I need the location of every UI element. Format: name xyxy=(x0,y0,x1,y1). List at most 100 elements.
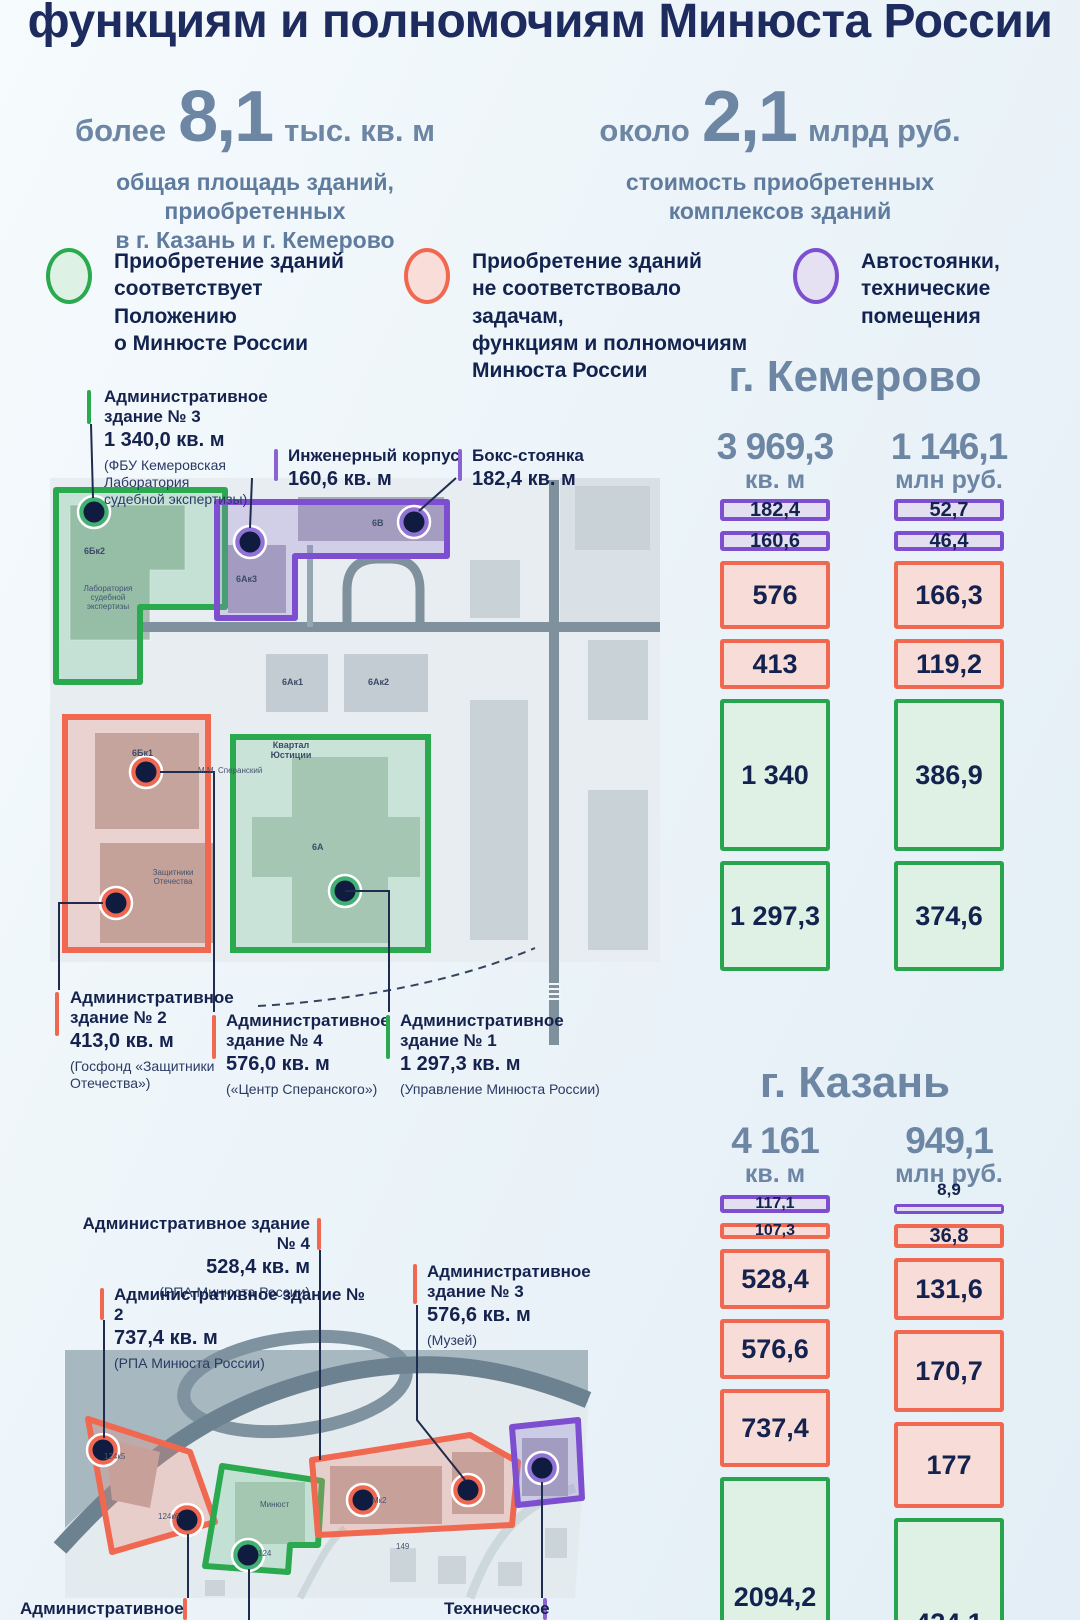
bar-noncompliant: 119,2 xyxy=(894,639,1004,689)
callout-kazan-cut-admin: Административное xyxy=(20,1599,184,1618)
total-kvm: 3 969,3 xyxy=(716,426,834,467)
callout-kazan-building-3: Административное здание № 3 576,6 кв. м … xyxy=(427,1262,591,1349)
purple-ellipse-icon xyxy=(793,248,839,304)
map-pin-red-icon xyxy=(128,754,164,790)
kemerovo-rub-bars: 52,7 46,4 166,3 119,2 386,9 374,6 xyxy=(894,499,1004,981)
stat-caption: общая площадь зданий, приобретенных в г.… xyxy=(115,169,395,253)
map-pin-purple-icon xyxy=(396,504,432,540)
bar-parking: 52,7 xyxy=(894,499,1004,521)
kemerovo-kvm-bars: 182,4 160,6 576 413 1 340 1 297,3 xyxy=(720,499,830,981)
bar-parking: 182,4 xyxy=(720,499,830,521)
map-label-6ak2: 6Ак2 xyxy=(368,677,390,687)
legend-item-noncompliant: Приобретение зданий не соответствовало з… xyxy=(404,246,774,384)
legend-item-parking: Автостоянки, технические помещения xyxy=(793,246,1073,330)
callout-lines xyxy=(58,423,543,1620)
kazan-kvm-header: 4 161 кв. м xyxy=(700,1120,850,1187)
stat-prefix: более xyxy=(74,113,167,148)
page-title: функциям и полномочиям Минюста России xyxy=(27,0,1053,48)
dashed-path xyxy=(257,947,536,1007)
stat-prefix: около xyxy=(599,113,690,148)
green-ellipse-icon xyxy=(46,248,92,304)
kemerovo-kvm-header: 3 969,3 кв. м xyxy=(700,426,850,494)
tick xyxy=(317,1218,321,1250)
bar-compliant: 2094,2 xyxy=(720,1477,830,1620)
total-kvm: 4 161 xyxy=(731,1120,820,1161)
kemerovo-map xyxy=(50,478,660,1045)
stat-caption: стоимость приобретенных комплексов здани… xyxy=(625,169,935,224)
kazan-rub-bars: 8,9 36,8 131,6 170,7 177 424,1 xyxy=(894,1180,1004,1620)
map-label-speransky: М.М. Сперанский xyxy=(198,766,263,775)
bar-noncompliant: 737,4 xyxy=(720,1389,830,1467)
legend-item-compliant: Приобретение зданий соответствует Положе… xyxy=(46,246,376,357)
callout-building-1: Административное здание № 1 1 297,3 кв. … xyxy=(400,1011,600,1098)
zone-noncompliant xyxy=(62,714,211,953)
tick xyxy=(55,992,59,1036)
bar-compliant: 424,1 xyxy=(894,1518,1004,1620)
tick xyxy=(386,1015,390,1059)
unit: млн руб. xyxy=(895,1159,1003,1188)
bar-parking: 117,1 xyxy=(720,1195,830,1213)
tick xyxy=(413,1264,417,1304)
callout-kazan-building-2: Административное здание № 2 737,4 кв. м … xyxy=(114,1285,366,1372)
kazan-kvm-bars: 117,1 107,3 528,4 576,6 737,4 2094,2 xyxy=(720,1195,830,1620)
map-label-6bk2: 6Бк2 xyxy=(84,546,105,556)
bar-noncompliant: 528,4 xyxy=(720,1249,830,1309)
kazan-rub-header: 949,1 млн руб. xyxy=(874,1121,1024,1188)
callout-building-4: Административное здание № 4 576,0 кв. м … xyxy=(226,1011,390,1098)
map-label-124k5: 124к5 xyxy=(104,1452,126,1461)
map-pin-red-icon xyxy=(450,1472,486,1508)
map-pin-purple-icon xyxy=(524,1450,560,1486)
tick xyxy=(543,1598,547,1620)
bar-parking xyxy=(894,1204,1004,1214)
map-label-lab: Лаборатория судебной экспертизы xyxy=(83,584,133,612)
zone-compliant-kvartal xyxy=(230,734,431,953)
kazan-title: г. Казань xyxy=(759,1058,951,1107)
callout-engineering: Инженерный корпус 160,6 кв. м xyxy=(288,446,460,491)
map-label-149: 149 xyxy=(396,1542,410,1551)
bar-noncompliant: 107,3 xyxy=(720,1222,830,1239)
callout-building-2: Административное здание № 2 413,0 кв. м … xyxy=(70,988,234,1091)
map-label-6v: 6В xyxy=(372,518,384,528)
legend-label: Приобретение зданий соответствует Положе… xyxy=(114,250,344,355)
map-pin-red-icon xyxy=(85,1432,121,1468)
bar-noncompliant: 36,8 xyxy=(894,1224,1004,1248)
stat-unit: тыс. кв. м xyxy=(284,113,436,148)
map-label-124: 124 xyxy=(258,1549,272,1558)
bar-value-above: 8,9 xyxy=(937,1180,961,1199)
bar-noncompliant: 170,7 xyxy=(894,1330,1004,1412)
callout-kazan-cut-tech: Техническое xyxy=(444,1599,550,1618)
bar-noncompliant: 131,6 xyxy=(894,1258,1004,1320)
bar-noncompliant: 576,6 xyxy=(720,1319,830,1379)
tick xyxy=(100,1288,104,1320)
kazan-map xyxy=(53,1329,592,1600)
legend-label: Автостоянки, технические помещения xyxy=(861,250,1000,328)
tick xyxy=(183,1598,187,1620)
map-label-zashchitniki: Защитники Отечества xyxy=(152,868,194,887)
bar-parking: 46,4 xyxy=(894,530,1004,552)
bar-noncompliant: 166,3 xyxy=(894,561,1004,629)
bar-noncompliant: 177 xyxy=(894,1422,1004,1508)
bar-parking: 160,6 xyxy=(720,530,830,552)
tick xyxy=(458,449,462,481)
stat-total-cost: около 2,1 млрд руб. стоимость приобретен… xyxy=(570,76,990,226)
building-6ak1 xyxy=(266,654,328,712)
map-pin-green-icon xyxy=(76,494,112,530)
zone-compliant-lab xyxy=(53,487,228,685)
bar-compliant: 386,9 xyxy=(894,699,1004,851)
stat-value: 8,1 xyxy=(178,77,274,157)
map-pin-purple-icon xyxy=(232,524,268,560)
callout-building-3: Административное здание № 3 1 340,0 кв. … xyxy=(104,387,268,507)
map-label-6bk1: 6Бк1 xyxy=(132,748,153,758)
map-pin-red-icon xyxy=(345,1482,381,1518)
callout-kazan-building-4: Административное здание № 4 528,4 кв. м … xyxy=(82,1214,310,1301)
unit: кв. м xyxy=(744,465,806,494)
map-label-6ak3: 6Ак3 xyxy=(236,574,258,584)
map-label-mk2: Мк2 xyxy=(372,1496,387,1505)
map-label-124k6: 124к6 xyxy=(158,1512,180,1521)
kemerovo-rub-header: 1 146,1 млн руб. xyxy=(874,427,1024,493)
building-6ak2 xyxy=(344,654,428,712)
map-label-minyust: Минюст xyxy=(260,1500,290,1509)
callout-box-parking: Бокс-стоянка 182,4 кв. м xyxy=(472,446,584,491)
